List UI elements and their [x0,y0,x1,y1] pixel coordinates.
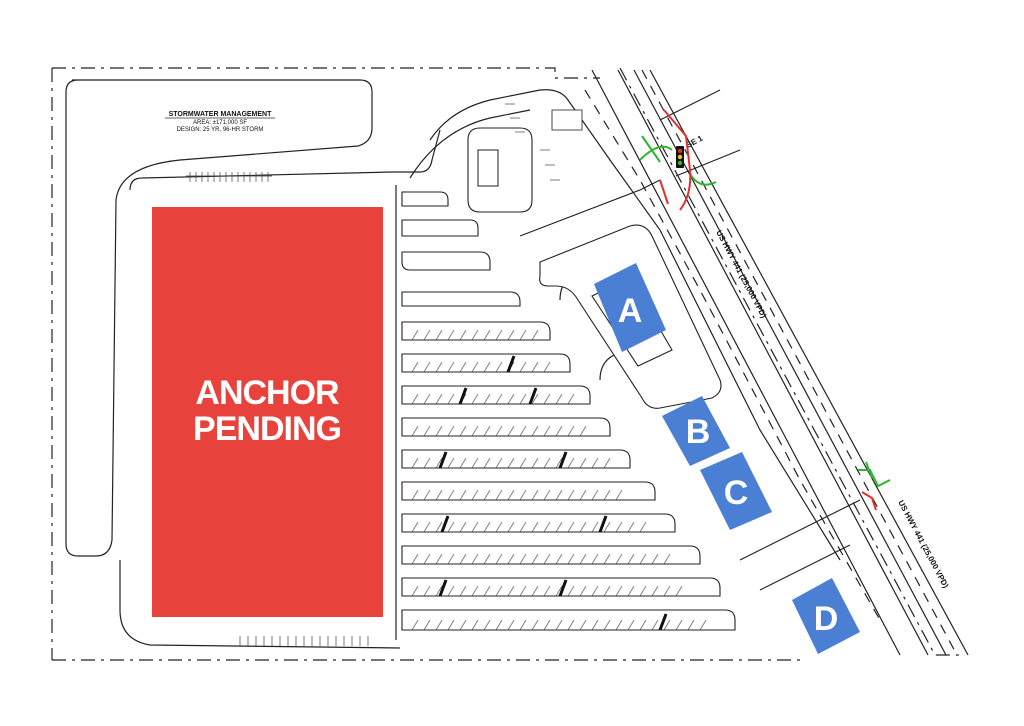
stormwater-design: DESIGN: 25 YR, 96-HR STORM [177,127,264,133]
pad-c-label: C [724,474,749,512]
pad-d-label: D [814,600,839,638]
anchor-line1: ANCHOR [195,374,339,412]
traffic-light-icon [676,146,684,168]
pad-b-label: B [686,413,711,451]
access-lower [858,461,891,511]
pad-c: C [700,452,772,530]
property-boundary [51,67,965,661]
pad-a-label: A [618,292,643,330]
perimeter-drive [119,129,441,649]
anchor-building: ANCHOR PENDING [152,207,383,617]
stormwater-pond: STORMWATER MANAGEMENT AREA: ±171,000 SF … [65,79,373,557]
stormwater-area: AREA: ±171,000 SF [193,120,247,126]
pad-a: A [594,263,666,352]
pad-d: D [792,578,860,654]
anchor-line2: PENDING [193,410,341,448]
parking-field [401,191,736,631]
access-upper [639,109,717,211]
outparcel-drive-thru [467,103,583,213]
island-breaks [438,355,668,631]
pad-b: B [662,396,730,466]
highway-label-upper: US HWY 441 (25,000 VPD) [714,229,768,320]
loading-dock-bottom [239,636,369,646]
internal-drives [409,89,881,621]
stormwater-title: STORMWATER MANAGEMENT [169,111,273,118]
stall-marks [411,329,707,631]
loading-dock-top [189,172,269,182]
